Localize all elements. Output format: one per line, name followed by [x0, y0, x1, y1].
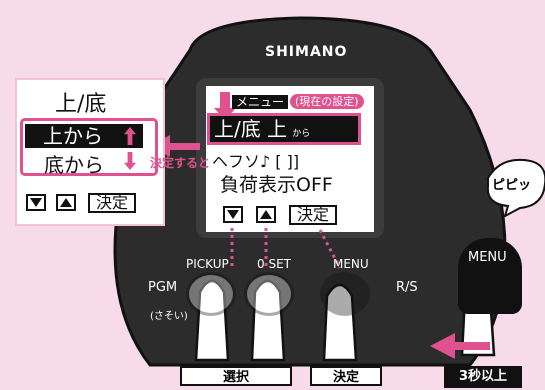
current-setting-tag: (現在の設定) [290, 94, 364, 109]
brand-logo: SHIMANO [265, 44, 348, 60]
beep-label: ピピッ [492, 178, 532, 193]
popup-option-other[interactable]: 底から [44, 153, 104, 177]
popup-option-selected[interactable]: 上から [25, 124, 143, 148]
sasoi-label: (さそい) [150, 311, 188, 322]
triangle-up-icon [60, 198, 72, 207]
lcd-row-3: 負荷表示OFF [220, 174, 333, 196]
triangle-up-icon [260, 210, 272, 219]
lcd-row-2: ヘフソ♪ [ ]] [212, 152, 300, 171]
zero-set-label: 0 SET [257, 257, 291, 271]
pgm-label: PGM [148, 280, 178, 295]
menu-button[interactable] [320, 272, 370, 316]
popup-down-key [26, 194, 46, 211]
lcd-menu-header: メニュー [232, 95, 289, 109]
select-label: 選択 [180, 366, 292, 386]
popup-selection-frame [20, 118, 158, 176]
lcd-up-key [256, 206, 276, 223]
lcd-down-key [223, 206, 243, 223]
external-menu-label: MENU [468, 250, 507, 265]
pickup-button[interactable] [186, 272, 236, 316]
external-menu-button[interactable] [458, 238, 522, 314]
popup-title: 上/底 [55, 92, 107, 117]
rs-label: R/S [396, 280, 418, 295]
lcd-confirm-key: 決定 [289, 205, 337, 225]
triangle-down-icon [30, 198, 42, 207]
popup-confirm-key: 決定 [88, 193, 136, 213]
triangle-down-icon [227, 210, 239, 219]
lcd-selected-row: 上/底 上 から [207, 113, 361, 145]
menu-label: MENU [333, 257, 369, 271]
arrow-left-icon [430, 333, 490, 359]
pickup-label: PICKUP [186, 257, 229, 271]
popup-up-key [56, 194, 76, 211]
confirm-label: 決定 [310, 366, 382, 386]
confirm-then-label: 決定すると [150, 156, 211, 170]
zero-set-button[interactable] [244, 272, 294, 316]
arrow-down-icon [214, 92, 236, 120]
hold-duration-badge: 3秒以上 [444, 366, 522, 388]
